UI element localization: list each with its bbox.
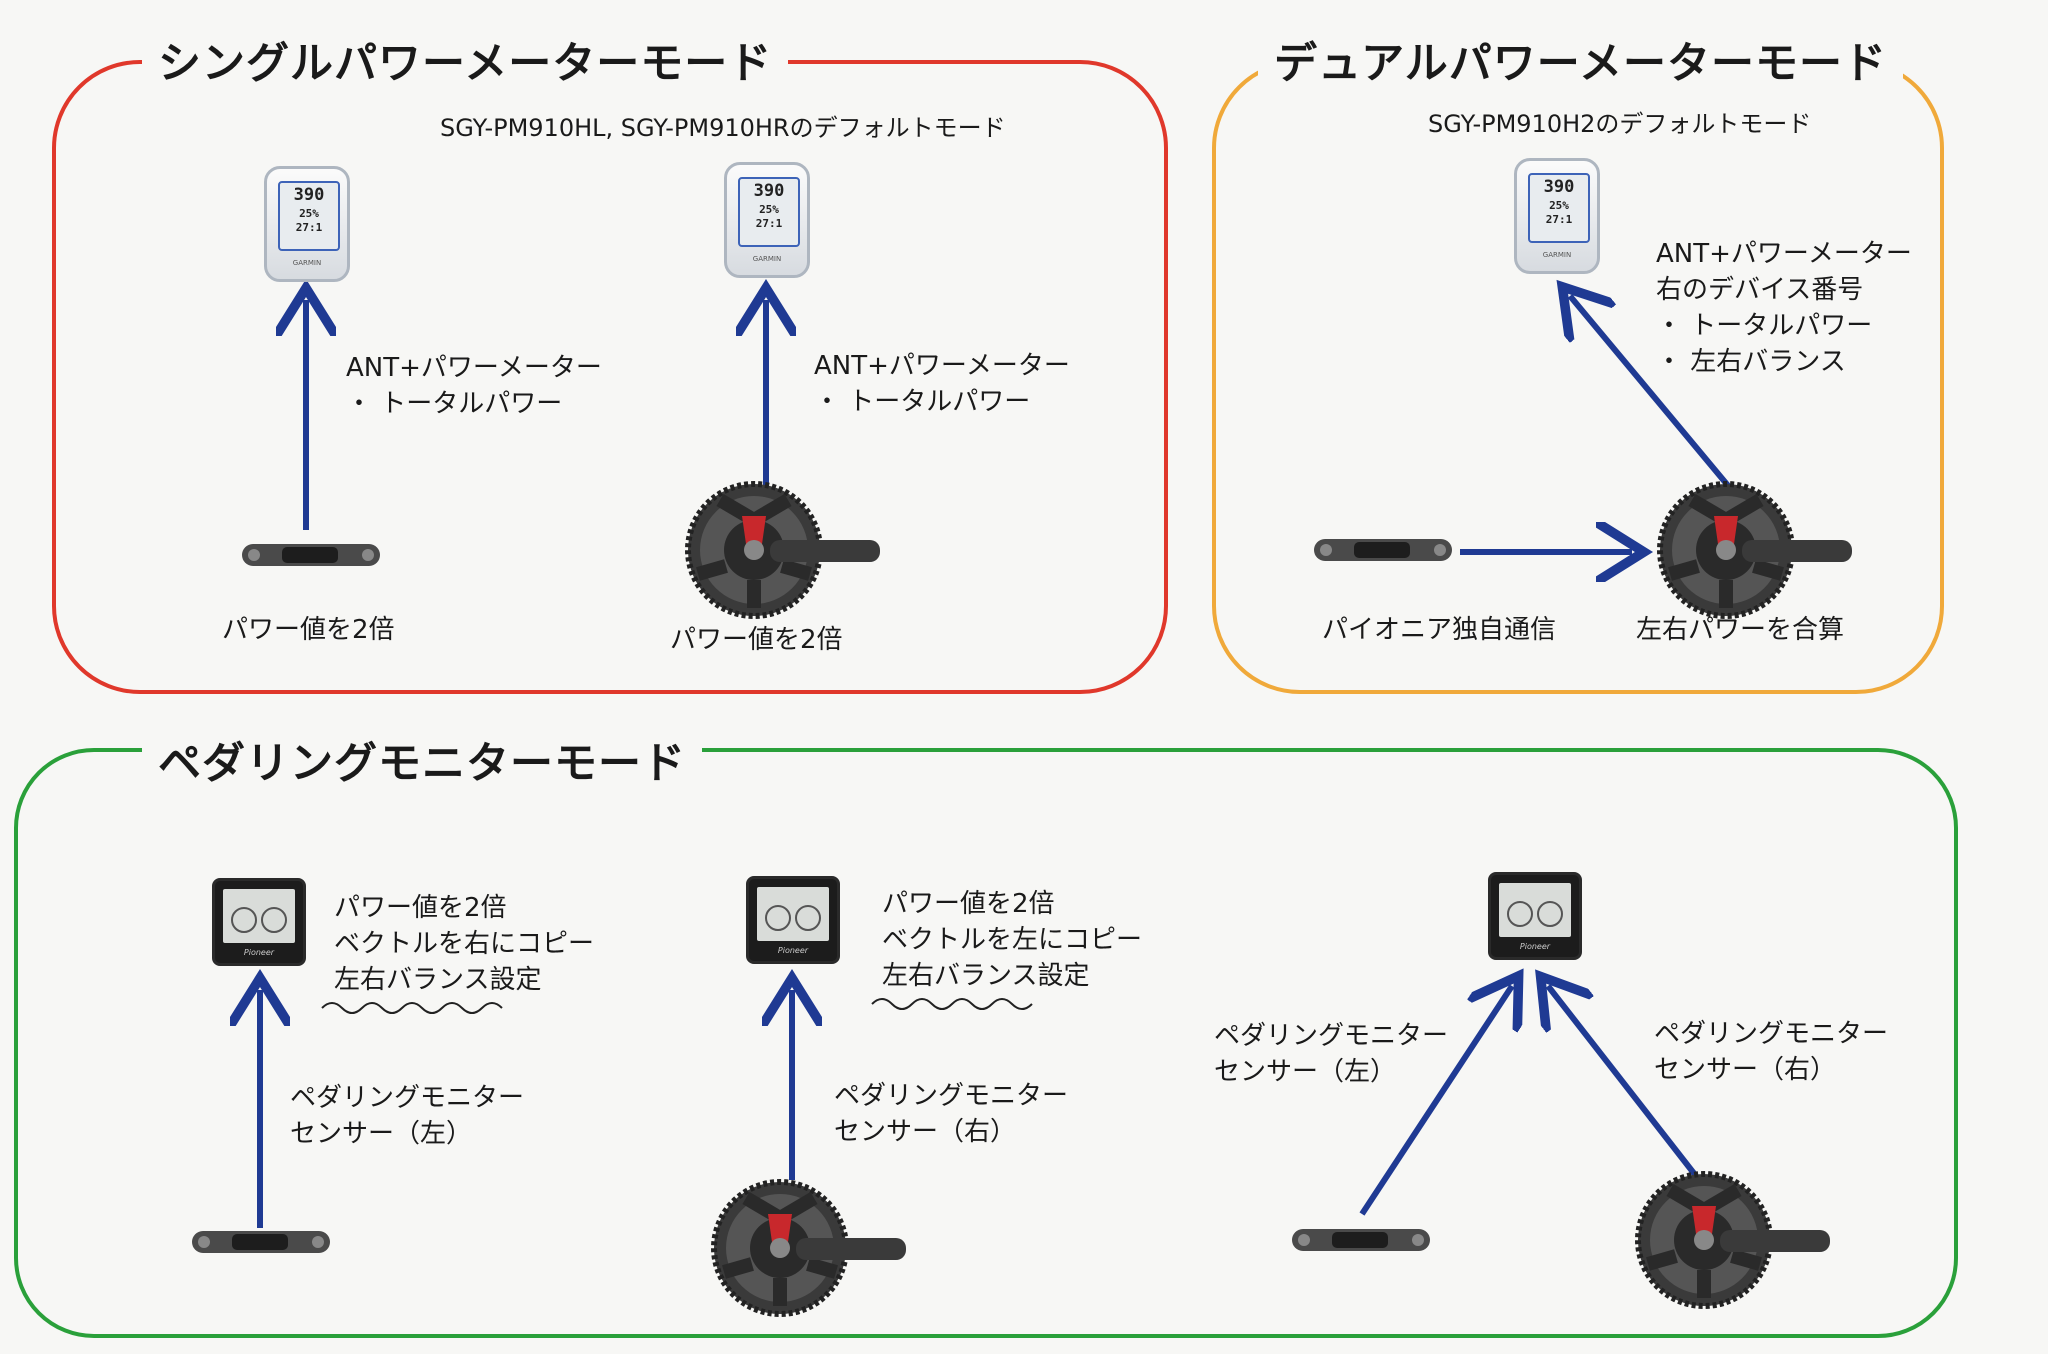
wavy-underline — [871, 998, 1033, 1010]
chainring-crankset-icon — [1638, 1174, 1830, 1306]
crank-arm-icon — [192, 1231, 330, 1253]
arrow-ped-right-left — [1359, 986, 1512, 1216]
dual-bottom-left-label: パイオニア独自通信 — [1322, 615, 1557, 645]
pedal-mid-sensor-label: ペダリングモニターセンサー（右） — [834, 1081, 1069, 1147]
crank-arm-icon — [1314, 539, 1452, 561]
chainring-crankset-icon — [1660, 484, 1852, 616]
pedal-mid-caption: パワー値を2倍ベクトルを左にコピー左右バランス設定 — [882, 889, 1143, 991]
single-right-caption: ANT+パワーメーター・ トータルパワー — [814, 351, 1070, 417]
arrow-ped-right-right — [1548, 986, 1699, 1178]
crank-arm-icon — [1292, 1229, 1430, 1251]
single-mode-title: シングルパワーメーターモード — [142, 34, 789, 94]
chainring-crankset-icon — [688, 484, 880, 616]
single-left-caption: ANT+パワーメーター・ トータルパワー — [346, 353, 602, 419]
wavy-underline — [321, 1002, 503, 1014]
dual-mode-subtitle: SGY-PM910H2のデフォルトモード — [1428, 110, 1812, 138]
chainring-crankset-icon — [714, 1182, 906, 1314]
pedaling-mode-panel — [14, 748, 1958, 1338]
single-mode-subtitle: SGY-PM910HL, SGY-PM910HRのデフォルトモード — [440, 114, 1006, 142]
pedal-left-caption: パワー値を2倍ベクトルを右にコピー左右バランス設定 — [334, 893, 595, 995]
arrow-right-to-unit — [1570, 296, 1733, 490]
single-left-bottom-label: パワー値を2倍 — [222, 615, 395, 645]
dual-caption: ANT+パワーメーター右のデバイス番号 ・ トータルパワー・ 左右バランス — [1656, 239, 1912, 377]
pedal-right-sensor-right-label: ペダリングモニターセンサー（右） — [1654, 1019, 1889, 1085]
pedaling-mode-title: ペダリングモニターモード — [142, 734, 702, 794]
pedal-right-sensor-left-label: ペダリングモニターセンサー（左） — [1214, 1021, 1449, 1087]
single-right-bottom-label: パワー値を2倍 — [670, 625, 843, 655]
crank-arm-icon — [242, 544, 380, 566]
pioneer-monitor-icon: Pioneer — [1488, 872, 1582, 960]
dual-mode-title: デュアルパワーメーターモード — [1258, 34, 1903, 94]
pioneer-monitor-icon: Pioneer — [212, 878, 306, 966]
dual-bottom-right-label: 左右パワーを合算 — [1636, 615, 1845, 645]
pedal-left-sensor-label: ペダリングモニターセンサー（左） — [290, 1083, 525, 1149]
pioneer-monitor-icon: Pioneer — [746, 876, 840, 964]
